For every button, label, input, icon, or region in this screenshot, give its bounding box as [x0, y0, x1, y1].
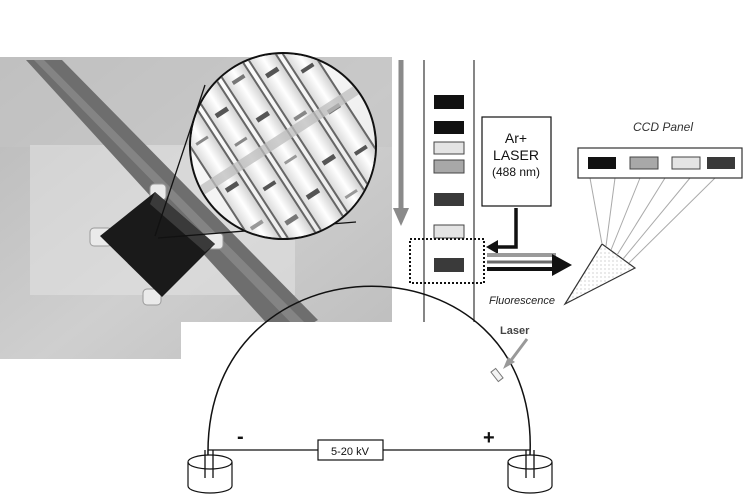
band — [433, 141, 465, 155]
band — [433, 159, 465, 174]
anode-buffer-vial — [507, 450, 553, 494]
band — [434, 258, 464, 272]
laser-box-line3: (488 nm) — [492, 165, 540, 179]
capillary-arc — [207, 285, 531, 456]
ccd-pixel — [588, 157, 616, 169]
band — [434, 95, 464, 109]
positive-terminal-sign: + — [483, 427, 495, 449]
ccd-panel — [577, 147, 743, 179]
arc-detection-window — [490, 367, 504, 383]
laser-box-line2: LASER — [493, 147, 539, 163]
voltage-label: 5-20 kV — [331, 446, 370, 458]
laser-box-line1: Ar+ — [505, 130, 527, 146]
laser-pointer-arrow — [503, 338, 529, 369]
band — [434, 193, 464, 206]
prism — [563, 243, 637, 306]
argon-laser-box: Ar+ LASER (488 nm) — [481, 116, 552, 207]
magnified-capillaries-lens — [189, 52, 377, 240]
ccd-pixel — [707, 157, 735, 169]
negative-terminal-sign: - — [237, 426, 244, 448]
migration-direction-arrow — [393, 60, 409, 226]
dispersed-light-rays — [589, 177, 716, 264]
ccd-panel-label: CCD Panel — [633, 120, 693, 134]
capillary-bands — [433, 95, 465, 272]
laser-pointer-label: Laser — [500, 325, 530, 337]
fluorescence-label: Fluorescence — [489, 295, 555, 307]
ccd-pixel — [671, 156, 701, 170]
ccd-pixel — [629, 156, 659, 170]
band — [434, 121, 464, 134]
band — [433, 224, 465, 239]
fluorescence-arrows — [487, 253, 572, 276]
cathode-buffer-vial — [187, 450, 233, 494]
high-voltage-supply: 5-20 kV — [317, 439, 384, 461]
detection-window — [409, 238, 485, 284]
laser-beam-arrow — [486, 208, 518, 254]
